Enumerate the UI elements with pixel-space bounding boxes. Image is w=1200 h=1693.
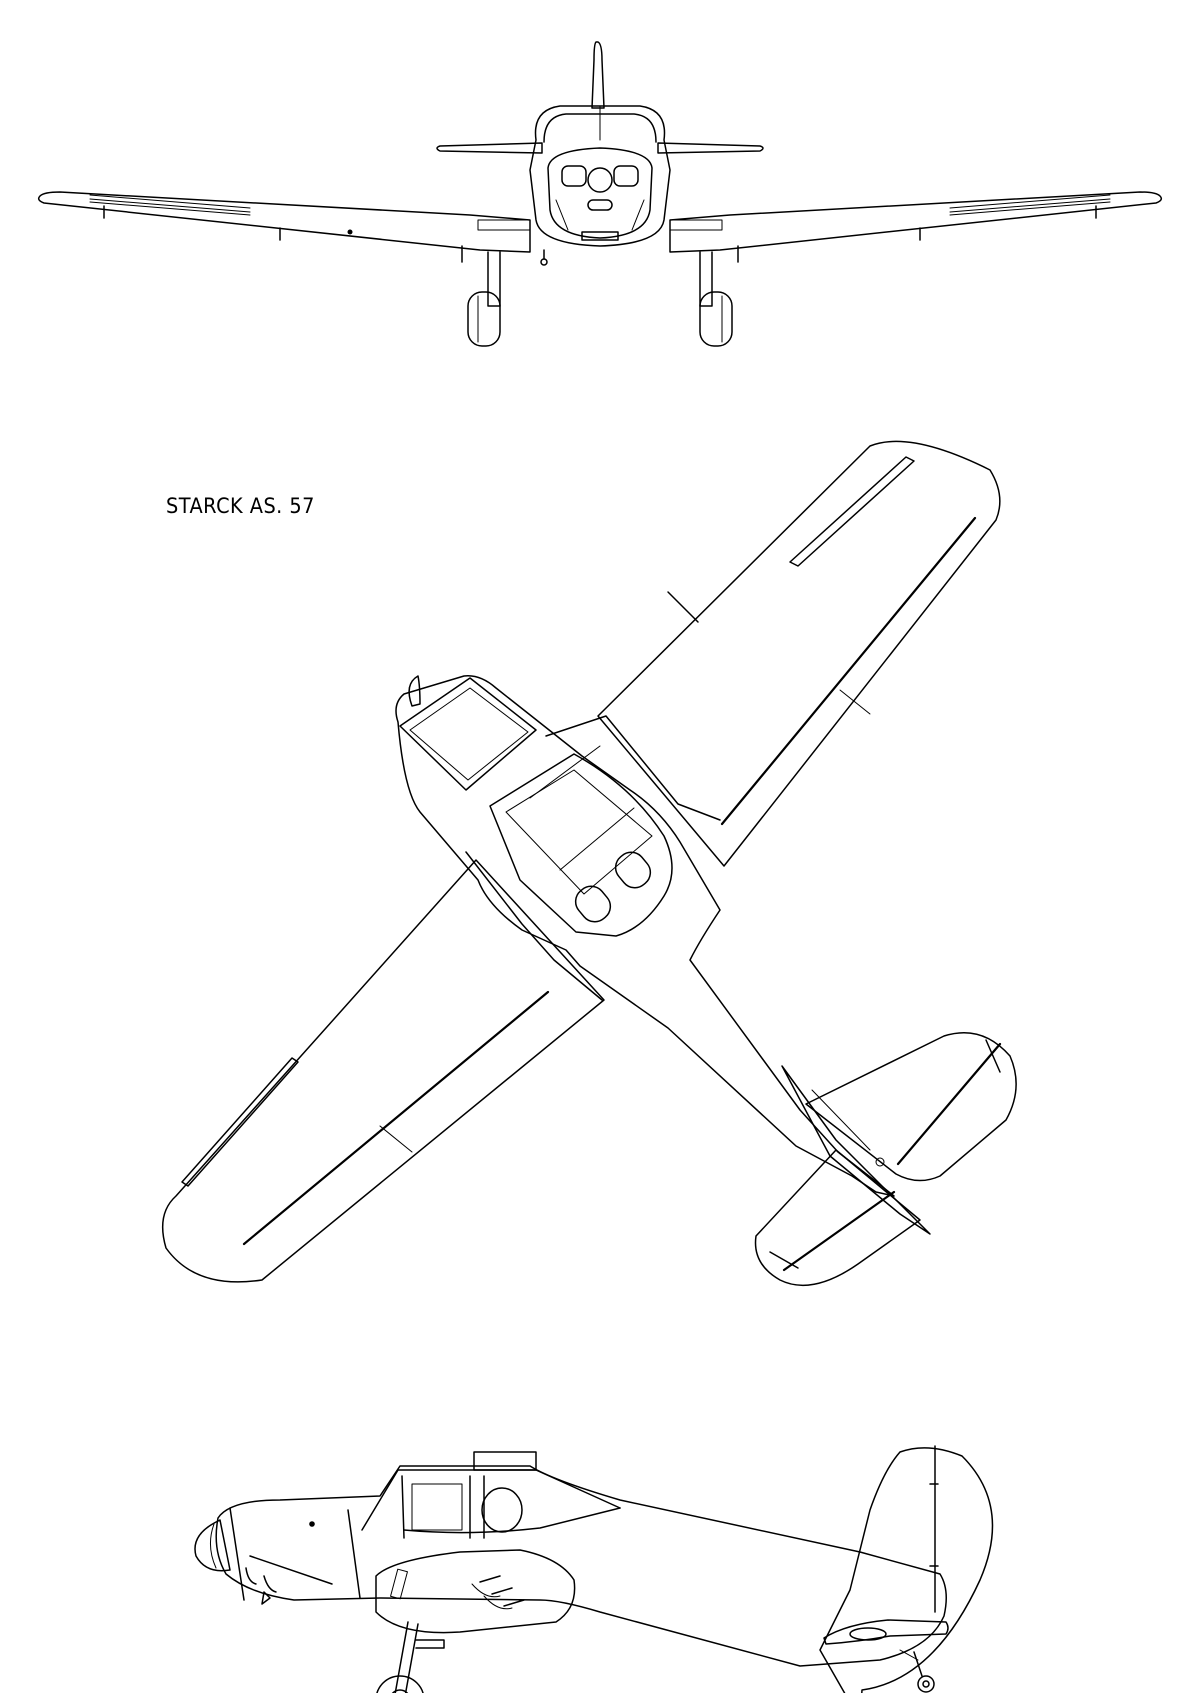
drawing-title: STARCK AS. 57: [166, 494, 315, 518]
side-view: [194, 1445, 994, 1693]
front-view: [37, 41, 1163, 347]
plan-view: [161, 440, 1017, 1287]
